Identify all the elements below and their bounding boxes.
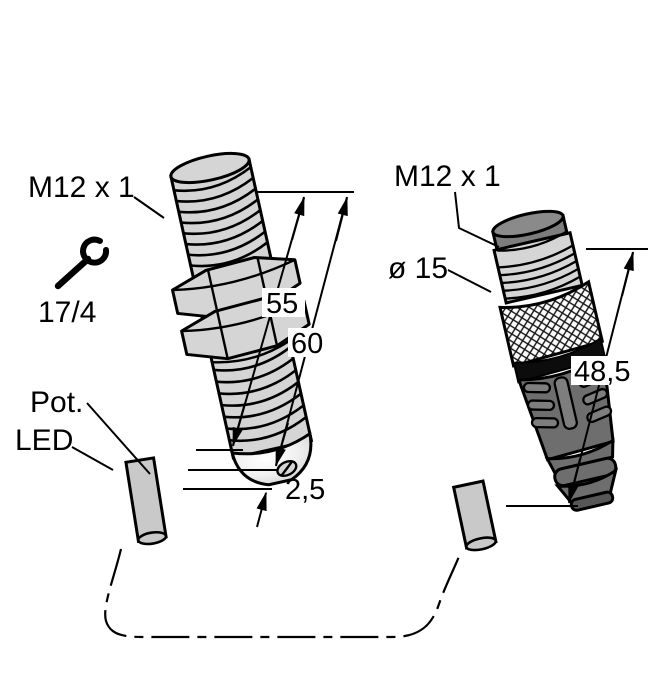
grip-slot-center <box>553 376 578 430</box>
sensor-figure <box>124 151 314 546</box>
dim-55-label: 55 <box>266 288 298 320</box>
connector-cable <box>451 479 498 552</box>
connector-diameter-leader <box>447 269 492 293</box>
connector-diameter-label: ø 15 <box>388 252 448 285</box>
connector-thread-leader <box>454 191 500 248</box>
grip-slots-left <box>522 381 560 429</box>
cable-centerline <box>104 548 462 639</box>
connector-thread-label: M12 x 1 <box>394 160 501 193</box>
sensor-thread-label: M12 x 1 <box>28 171 135 204</box>
pot-label: Pot. <box>30 386 83 419</box>
dim-line-2-5 <box>256 491 267 528</box>
wrench-icon <box>54 236 110 290</box>
dim-48-5-label: 48,5 <box>574 356 630 388</box>
wrench-size-label: 17/4 <box>38 296 96 329</box>
dim-2-5-label: 2,5 <box>285 474 325 506</box>
dim-60-label: 60 <box>291 328 323 360</box>
pot-leader <box>86 402 151 475</box>
dim-60-backing <box>288 328 331 357</box>
led-label: LED <box>15 424 73 457</box>
connector-black-ring <box>512 337 607 384</box>
connector-top-cap <box>491 209 570 254</box>
dim-48-5-backing <box>571 356 637 385</box>
connector-thread <box>492 230 584 305</box>
sensor-top-face <box>169 151 251 185</box>
thread-lines-upper <box>173 166 269 268</box>
led-leader <box>71 446 114 471</box>
connector-knurl <box>498 279 605 368</box>
sensor-thread-leader <box>133 196 165 219</box>
connector-figure <box>451 209 619 552</box>
dim-55-backing <box>262 288 305 317</box>
dimension-55-60 <box>183 191 354 528</box>
connector-flange-ring <box>553 456 618 488</box>
sensor-cable <box>124 456 168 546</box>
